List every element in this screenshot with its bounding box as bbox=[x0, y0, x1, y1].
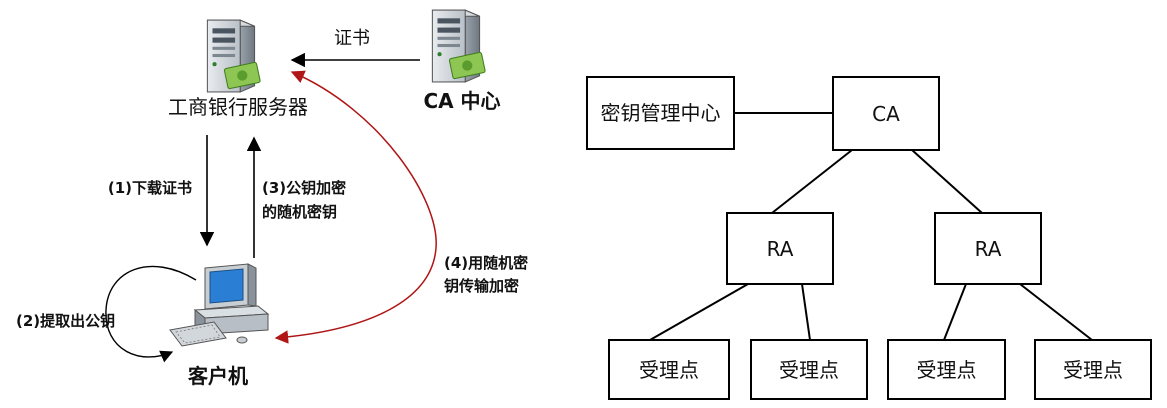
bank-server-node: 工商银行服务器 bbox=[168, 19, 308, 119]
acceptance-point-box-4: 受理点 bbox=[1034, 339, 1152, 400]
ca-box: CA bbox=[832, 76, 940, 151]
ca-center-node: CA 中心 bbox=[423, 9, 501, 113]
pki-hierarchy: 密钥管理中心 CA RA RA 受理点 受理点 受理点 受理点 bbox=[586, 76, 1152, 400]
encrypted-key-label-line2: 的随机密钥 bbox=[262, 203, 337, 221]
ra-left-point1-link bbox=[649, 283, 749, 341]
ra-left-box: RA bbox=[726, 212, 834, 285]
acceptance-point-box-2: 受理点 bbox=[750, 339, 868, 400]
session-encrypt-label-line1: (4)用随机密 bbox=[444, 254, 528, 272]
acceptance-point-label: 受理点 bbox=[779, 358, 839, 382]
ca-label: CA bbox=[872, 102, 900, 126]
ra-left-label: RA bbox=[767, 237, 794, 261]
extract-key-label: (2)提取出公钥 bbox=[16, 312, 115, 330]
ra-left-point2-link bbox=[801, 283, 811, 341]
key-management-center-label: 密钥管理中心 bbox=[601, 101, 721, 125]
acceptance-point-box-3: 受理点 bbox=[887, 339, 1006, 400]
ca-ra-right-link bbox=[911, 149, 983, 214]
extract-key-loop-arrow bbox=[105, 265, 197, 363]
bank-server-label: 工商银行服务器 bbox=[168, 95, 308, 119]
session-encrypt-arrow bbox=[274, 70, 437, 344]
session-encrypt-label-line2: 钥传输加密 bbox=[444, 277, 519, 295]
encrypted-key-label-line1: (3)公钥加密 bbox=[262, 179, 346, 197]
ra-right-point4-link bbox=[1019, 283, 1093, 341]
key-management-center-box: 密钥管理中心 bbox=[586, 76, 735, 150]
client-label: 客户机 bbox=[187, 364, 248, 388]
acceptance-point-label: 受理点 bbox=[639, 358, 699, 382]
ca-center-label: CA 中心 bbox=[423, 89, 500, 113]
ra-right-label: RA bbox=[975, 237, 1002, 261]
acceptance-point-box-1: 受理点 bbox=[608, 339, 730, 400]
server-icon bbox=[206, 19, 261, 93]
acceptance-point-label: 受理点 bbox=[1063, 358, 1123, 382]
ca-ra-left-link bbox=[771, 149, 853, 214]
download-cert-label: (1)下载证书 bbox=[108, 179, 192, 197]
ra-right-point3-link bbox=[943, 283, 967, 341]
acceptance-point-label: 受理点 bbox=[917, 358, 977, 382]
server-icon bbox=[431, 9, 486, 83]
desktop-computer-icon bbox=[169, 263, 270, 347]
ra-right-box: RA bbox=[934, 212, 1042, 285]
certificate-label: 证书 bbox=[334, 28, 370, 49]
client-node: 客户机 bbox=[169, 263, 270, 388]
